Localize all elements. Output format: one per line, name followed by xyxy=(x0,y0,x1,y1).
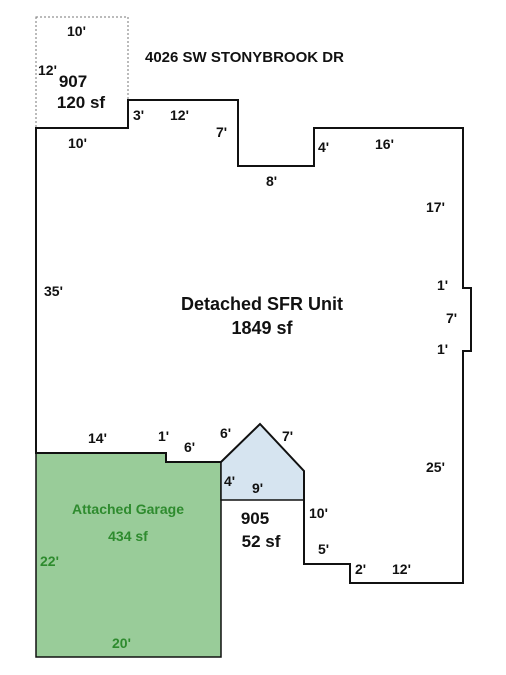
dim-jog-small: 2' xyxy=(355,561,366,577)
house-outline xyxy=(35,99,472,584)
dim-notch-drop: 7' xyxy=(216,124,227,140)
porch-area-code: 905 xyxy=(241,509,269,528)
dim-garage-bottom: 20' xyxy=(112,635,131,651)
garage-area-sf: 434 sf xyxy=(108,528,148,544)
upper-area-sf: 120 sf xyxy=(57,93,106,112)
dim-top-run-1: 12' xyxy=(170,107,189,123)
dim-left-side: 35' xyxy=(44,283,63,299)
dim-bay-2: 1' xyxy=(437,341,448,357)
dim-bay-depth: 7' xyxy=(446,310,457,326)
dim-porch-peak-left: 6' xyxy=(220,425,231,441)
dim-porch-peak-right: 7' xyxy=(282,428,293,444)
dim-bay-1: 1' xyxy=(437,277,448,293)
dim-garage-side: 22' xyxy=(40,553,59,569)
dim-jog-run: 5' xyxy=(318,541,329,557)
dim-bottom-right-run: 12' xyxy=(392,561,411,577)
porch-area-sf: 52 sf xyxy=(242,532,281,551)
upper-area-code: 907 xyxy=(59,72,87,91)
dim-upper-top: 10' xyxy=(67,23,86,39)
dim-garage-step: 1' xyxy=(158,428,169,444)
dim-porch-left: 4' xyxy=(224,473,235,489)
dim-upper-bottom: 10' xyxy=(68,135,87,151)
dim-garage-top-run-2: 6' xyxy=(184,439,195,455)
dim-notch-bottom: 8' xyxy=(266,173,277,189)
dim-top-run-2: 16' xyxy=(375,136,394,152)
dim-notch-rise: 4' xyxy=(318,139,329,155)
dim-step-left: 3' xyxy=(133,107,144,123)
dim-porch-bottom: 9' xyxy=(252,480,263,496)
dim-jog-drop: 10' xyxy=(309,505,328,521)
dim-right-lower: 25' xyxy=(426,459,445,475)
dim-right-upper: 17' xyxy=(426,199,445,215)
dim-garage-top-run: 14' xyxy=(88,430,107,446)
garage-area xyxy=(35,452,222,658)
address-title: 4026 SW STONYBROOK DR xyxy=(145,49,344,66)
garage-area-name: Attached Garage xyxy=(72,501,184,517)
dim-upper-side: 12' xyxy=(38,62,57,78)
main-area-name: Detached SFR Unit xyxy=(181,294,343,314)
main-area-sf: 1849 sf xyxy=(231,318,293,338)
